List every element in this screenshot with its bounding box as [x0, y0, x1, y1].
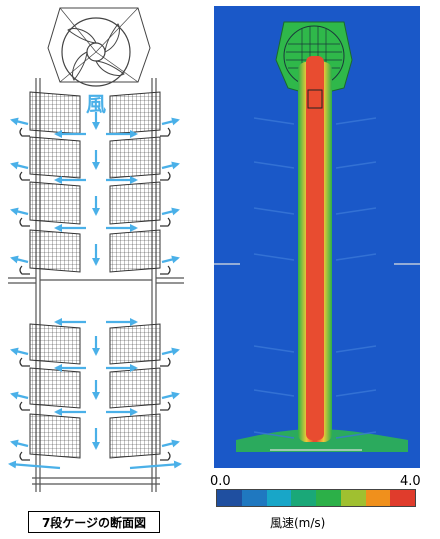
colorbar-segment [390, 490, 415, 506]
colorbar-segment [241, 490, 267, 506]
colorbar-segment [291, 490, 316, 506]
cage-tiers [19, 91, 171, 461]
cage-outlines [253, 117, 377, 439]
wind-label: 風 [86, 92, 106, 116]
colorbar-segment [266, 490, 292, 506]
colorbar [216, 489, 416, 507]
colorbar-segment [217, 490, 242, 506]
jet-core [306, 56, 324, 440]
jet-outlet [307, 89, 323, 109]
colorbar-segment [365, 490, 391, 506]
colorbar-max-label: 4.0 [400, 474, 421, 489]
diagram-caption: 7段ケージの断面図 [28, 511, 160, 533]
fan-unit [47, 7, 151, 87]
colorbar-title: 風速(m/s) [270, 516, 326, 530]
colorbar-segment [340, 490, 366, 506]
cross-section-diagram: 風 [8, 7, 184, 492]
colorbar-segment [316, 490, 341, 506]
airflow-arrows [8, 112, 182, 470]
colorbar-min-label: 0.0 [210, 474, 231, 489]
side-beams [214, 263, 420, 451]
velocity-field-plot [214, 6, 420, 468]
